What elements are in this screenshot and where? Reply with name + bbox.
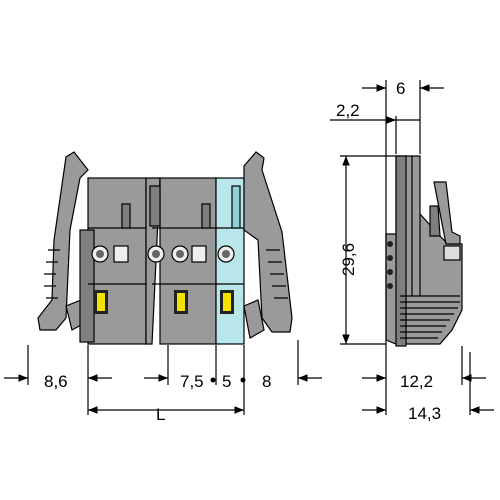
dim-side-depth-b: 14,3	[408, 404, 441, 423]
side-dimension-lines	[330, 84, 494, 414]
side-latch	[433, 181, 461, 245]
right-lever-ribs	[266, 249, 288, 299]
left-locking-lever	[37, 151, 89, 331]
side-latch-hook	[429, 205, 441, 237]
right-locking-lever	[243, 151, 293, 333]
housing-middle-block	[159, 177, 217, 345]
dim-eight: 8	[262, 372, 271, 391]
release-buttons	[94, 290, 234, 314]
dimension-labels: 8,6 7,5 5 8 L 6 2,2 29,6 12,2 14,3	[44, 79, 441, 424]
dim-left-offset: 8,6	[44, 372, 68, 391]
front-view	[37, 151, 293, 345]
slot-1	[121, 203, 131, 229]
dim-five: 5	[222, 372, 231, 391]
dim-side-depth-a: 12,2	[400, 372, 433, 391]
front-extension-lines	[27, 340, 299, 415]
housing-left-flange	[79, 229, 95, 343]
slot-3	[149, 185, 161, 227]
front-dimension-lines	[4, 374, 322, 414]
dim-top-width: 6	[396, 79, 405, 98]
side-back-wall	[395, 155, 407, 347]
right-lever-foot	[243, 299, 265, 339]
dim-pitch: 7,5	[180, 372, 204, 391]
slot-2	[201, 203, 211, 229]
side-view	[385, 155, 463, 347]
dim-length: L	[156, 405, 165, 424]
dim-top-offset: 2,2	[336, 101, 360, 120]
clamp-openings	[91, 245, 235, 263]
side-hatching	[400, 295, 460, 339]
dim-height: 29,6	[339, 243, 358, 276]
left-lever-ribs	[44, 249, 60, 299]
side-contact-pins	[387, 241, 393, 289]
